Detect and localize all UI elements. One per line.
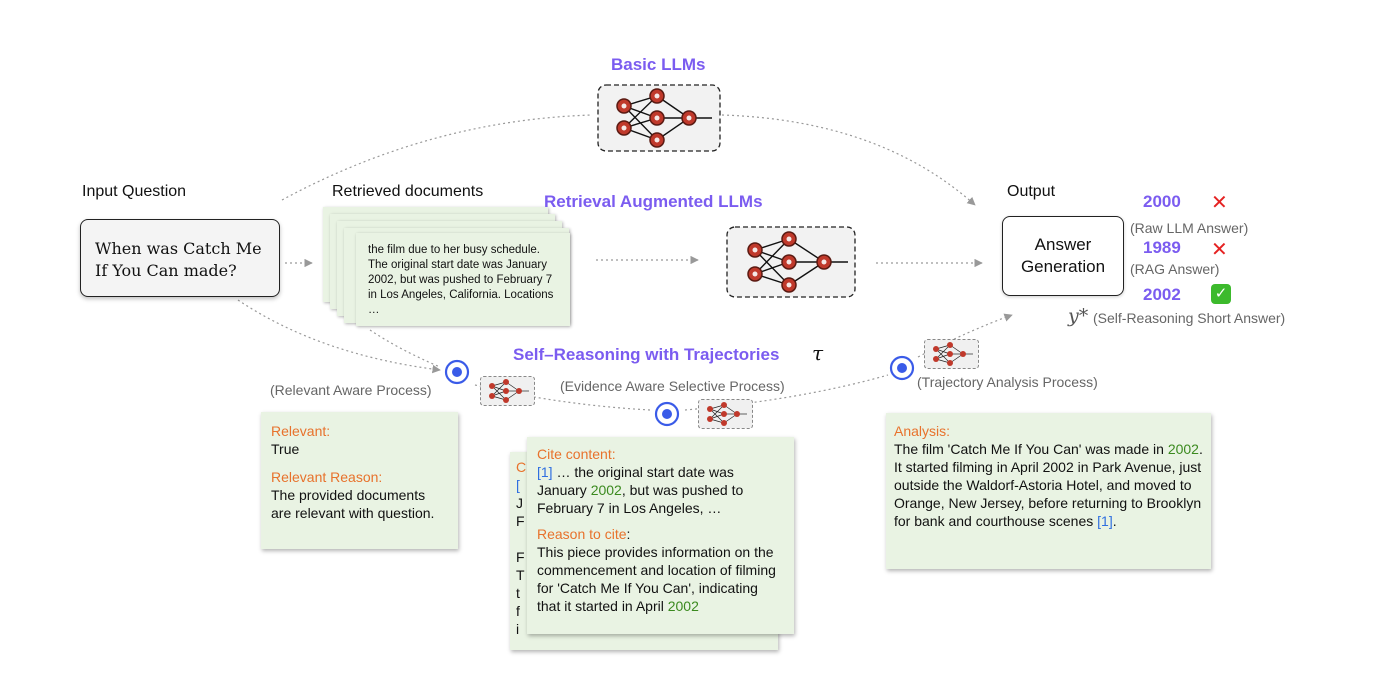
back-letter: F bbox=[516, 513, 525, 529]
cite-content-label: Cite content: bbox=[537, 446, 616, 462]
evidence-process-label: (Evidence Aware Selective Process) bbox=[560, 378, 785, 394]
analysis-year: 2002 bbox=[1167, 441, 1199, 457]
analysis-text-part-a: The film 'Catch Me If You Can' was made … bbox=[894, 441, 1168, 457]
analysis-text-part-b: . It started filming in April 2002 in Pa… bbox=[894, 441, 1203, 529]
rag-answer-caption: (RAG Answer) bbox=[1130, 261, 1220, 277]
back-letter: F bbox=[516, 549, 525, 565]
retrieved-document: the film due to her busy schedule. The o… bbox=[356, 233, 570, 326]
analysis-box: Analysis: The film 'Catch Me If You Can'… bbox=[886, 413, 1211, 569]
evidence-process-target-icon bbox=[654, 401, 680, 427]
back-letter: [ bbox=[516, 477, 520, 493]
heading-self-reasoning: Self–Reasoning with Trajectories bbox=[513, 345, 780, 364]
back-letter: J bbox=[516, 495, 523, 511]
arrow-input-to-relevant bbox=[237, 299, 441, 374]
relevant-process-target-icon bbox=[444, 359, 470, 385]
question-line-1: When was Catch Me bbox=[95, 239, 262, 258]
wrong-cross-icon: ✕ bbox=[1211, 239, 1228, 261]
answer-generation-line-1: Answer bbox=[1034, 235, 1092, 254]
relevant-box: Relevant: True Relevant Reason: The prov… bbox=[261, 412, 458, 549]
basic-llm-network-icon bbox=[597, 84, 721, 152]
wrong-cross-icon: ✕ bbox=[1211, 192, 1228, 214]
answer-generation-box: Answer Generation bbox=[1002, 216, 1124, 296]
arrow-docs-to-relevant bbox=[369, 329, 441, 368]
mini-network-icon bbox=[924, 339, 979, 369]
question-line-2: If You Can made? bbox=[95, 261, 237, 280]
reason-to-cite-label: Reason to cite bbox=[537, 526, 627, 542]
relevant-reason-label: Relevant Reason: bbox=[271, 469, 383, 485]
self-reasoning-answer-value: 2002 bbox=[1143, 285, 1181, 304]
relevant-reason-text: The provided documents are relevant with… bbox=[271, 487, 435, 521]
cite-content-text: [1] … the original start date was Januar… bbox=[537, 463, 784, 517]
back-letter: i bbox=[516, 621, 520, 637]
correct-check-icon: ✓ bbox=[1211, 284, 1231, 304]
analysis-text-end: . bbox=[1112, 513, 1117, 529]
analysis-label: Analysis: bbox=[894, 423, 951, 439]
output-label: Output bbox=[1007, 183, 1056, 200]
heading-basic-llms: Basic LLMs bbox=[611, 55, 706, 74]
tau-symbol: τ bbox=[812, 341, 824, 365]
analysis-reference: [1] bbox=[1097, 513, 1113, 529]
trajectory-process-target-icon bbox=[889, 355, 915, 381]
back-letter: T bbox=[516, 567, 525, 583]
back-letter: f bbox=[516, 603, 520, 619]
cite-text-part-b: , but was pushed to February 7 in Los An… bbox=[537, 482, 744, 516]
retrieved-documents-label: Retrieved documents bbox=[332, 183, 484, 200]
input-question-box: When was Catch Me If You Can made? bbox=[80, 219, 280, 297]
relevant-label: Relevant: bbox=[271, 423, 331, 439]
back-letter: C bbox=[516, 459, 527, 475]
retrieved-document-text: the film due to her busy schedule. The o… bbox=[368, 244, 554, 316]
reason-to-cite-year: 2002 bbox=[667, 598, 699, 614]
cite-year: 2002 bbox=[590, 482, 622, 498]
reason-to-cite-colon: : bbox=[626, 526, 631, 542]
reason-to-cite-heading: Reason to cite: bbox=[537, 525, 784, 543]
heading-rag-llms: Retrieval Augmented LLMs bbox=[544, 192, 763, 211]
input-question-label: Input Question bbox=[82, 183, 187, 200]
relevant-value: True bbox=[271, 441, 300, 457]
cite-text-part-a: … the original start date was January bbox=[537, 464, 734, 498]
mini-network-icon bbox=[698, 399, 753, 429]
reason-to-cite-text: This piece provides information on the c… bbox=[537, 544, 776, 614]
back-letter: t bbox=[516, 585, 520, 601]
y-star-symbol: y* bbox=[1068, 305, 1089, 327]
cite-reference: [1] bbox=[537, 464, 553, 480]
cite-box: Cite content: [1] … the original start d… bbox=[527, 437, 794, 634]
raw-llm-answer-value: 2000 bbox=[1143, 192, 1181, 211]
arrow-input-to-basic bbox=[281, 114, 593, 201]
self-reasoning-answer-caption: (Self-Reasoning Short Answer) bbox=[1093, 310, 1286, 326]
trajectory-process-label: (Trajectory Analysis Process) bbox=[917, 374, 1098, 390]
analysis-text: The film 'Catch Me If You Can' was made … bbox=[894, 440, 1203, 530]
rag-llm-network-icon bbox=[726, 226, 856, 298]
arrow-basic-to-output bbox=[721, 114, 976, 206]
raw-llm-answer-caption: (Raw LLM Answer) bbox=[1130, 220, 1249, 236]
rag-answer-value: 1989 bbox=[1143, 238, 1181, 257]
answer-generation-line-2: Generation bbox=[1020, 257, 1106, 276]
relevant-process-label: (Relevant Aware Process) bbox=[270, 382, 432, 398]
reason-to-cite-text-block: This piece provides information on the c… bbox=[537, 543, 784, 615]
mini-network-icon bbox=[480, 376, 535, 406]
